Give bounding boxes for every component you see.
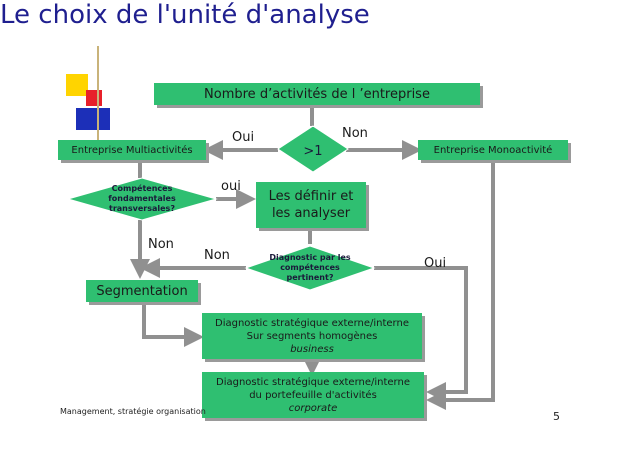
- label-oui-diagnostic: Oui: [424, 256, 446, 271]
- arrow-segmentation-to-segments: [144, 302, 200, 337]
- diagnostic-text: Diagnostic par les compétences pertinent…: [258, 250, 362, 286]
- label-oui-top: Oui: [232, 130, 254, 145]
- multi-activity-label: Entreprise Multiactivités: [71, 145, 192, 156]
- label-non-diagnostic: Non: [204, 248, 230, 263]
- competences-line-2: fondamentales: [108, 194, 175, 204]
- segmentation-box: Segmentation: [86, 280, 198, 302]
- label-non-top: Non: [342, 126, 368, 141]
- segmentation-label: Segmentation: [96, 284, 187, 299]
- page-number: 5: [553, 410, 560, 423]
- arrow-mono-to-portfolio: [430, 160, 493, 400]
- segments-diagnostic-box: Diagnostic stratégique externe/interne S…: [202, 313, 422, 359]
- portfolio-line-3: corporate: [289, 402, 338, 415]
- define-analyze-line-1: Les définir et: [269, 188, 354, 205]
- diagnostic-line-1: Diagnostic par les: [269, 253, 350, 263]
- multi-activity-box: Entreprise Multiactivités: [58, 140, 206, 160]
- portfolio-line-2: du portefeuille d'activités: [249, 389, 377, 402]
- label-non-competences: Non: [148, 237, 174, 252]
- diagnostic-line-2: compétences: [280, 263, 340, 273]
- mono-activity-box: Entreprise Monoactivité: [418, 140, 568, 160]
- portfolio-diagnostic-box: Diagnostic stratégique externe/interne d…: [202, 372, 424, 418]
- define-analyze-line-2: les analyser: [272, 205, 350, 222]
- define-analyze-box: Les définir et les analyser: [256, 182, 366, 228]
- portfolio-line-1: Diagnostic stratégique externe/interne: [216, 376, 410, 389]
- mono-activity-label: Entreprise Monoactivité: [434, 145, 553, 156]
- activity-count-box: Nombre d’activités de l ’entreprise: [154, 83, 480, 105]
- decision-gt1-text: >1: [276, 136, 350, 166]
- label-oui-competences: oui: [221, 179, 241, 194]
- competences-line-1: Compétences: [112, 184, 173, 194]
- segments-line-2: Sur segments homogènes: [247, 330, 378, 343]
- competences-text: Compétences fondamentales transversales?: [96, 181, 188, 217]
- activity-count-label: Nombre d’activités de l ’entreprise: [204, 87, 430, 102]
- slide-footer: Management, stratégie organisation: [60, 407, 206, 416]
- competences-line-3: transversales?: [109, 204, 175, 214]
- segments-line-3: business: [290, 343, 334, 356]
- segments-line-1: Diagnostic stratégique externe/interne: [215, 317, 409, 330]
- diagnostic-line-3: pertinent?: [287, 273, 334, 283]
